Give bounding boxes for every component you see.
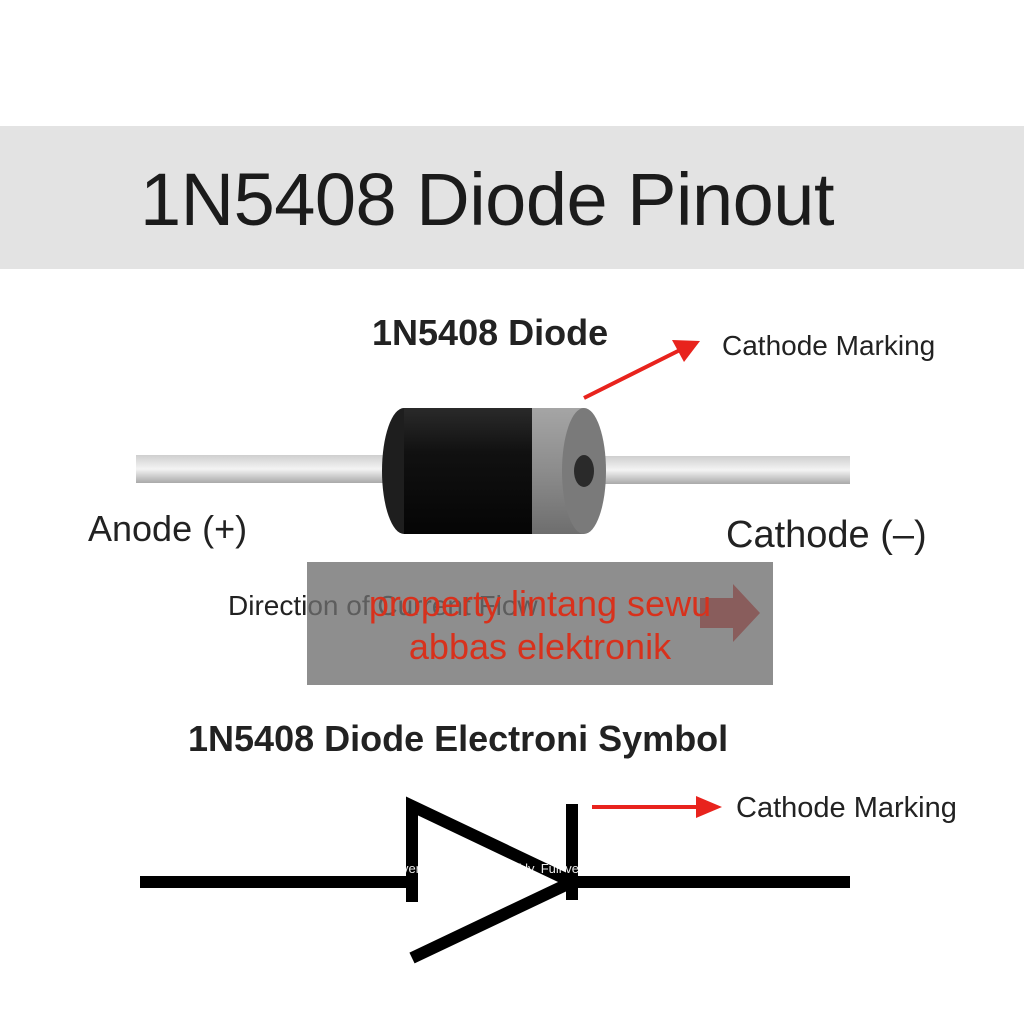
symbol-cathode-marking-label: Cathode Marking (736, 792, 957, 824)
cathode-label: Cathode (–) (726, 514, 927, 556)
symbol-cathode-arrow (592, 796, 722, 818)
watermark-line-2: abbas elektronik (408, 626, 672, 667)
cathode-lead (592, 456, 850, 484)
anode-label: Anode (+) (88, 508, 248, 549)
diode-body (382, 408, 532, 534)
title-banner (0, 126, 1024, 269)
watermark-box (307, 562, 773, 685)
watermark-line-1: property lintang sewu (368, 583, 712, 624)
page-title: 1N5408 Diode Pinout (140, 158, 835, 241)
diode-title: 1N5408 Diode (372, 312, 609, 353)
symbol-title: 1N5408 Diode Electroni Symbol (188, 718, 729, 759)
cathode-marking-arrow (583, 340, 700, 400)
cathode-band (532, 408, 606, 534)
diode-symbol (140, 796, 850, 964)
cathode-marking-label: Cathode Marking (722, 330, 936, 361)
watermarkly-notice: Protected with free version of Watermark… (290, 861, 734, 876)
anode-lead (136, 455, 396, 483)
